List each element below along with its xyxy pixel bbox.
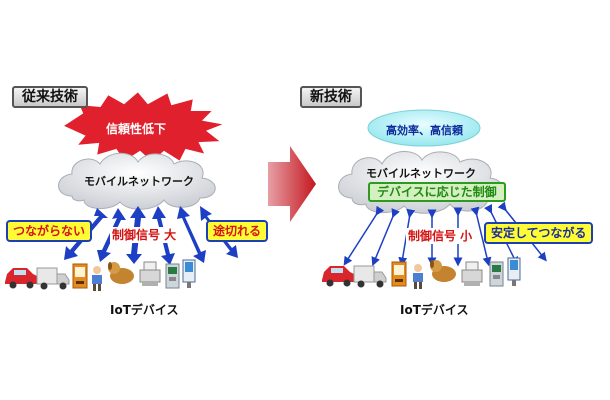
callout-interrupted: 途切れる xyxy=(206,220,269,242)
person-icon xyxy=(92,266,102,291)
kiosk-icon xyxy=(182,259,196,288)
cloud-shape-left xyxy=(58,152,216,210)
efficiency-label: 高効率、高信頼 xyxy=(386,124,463,137)
transition-arrow xyxy=(268,146,316,222)
vending-machine-icon xyxy=(391,261,407,287)
oval-shape xyxy=(367,109,481,147)
atm-icon xyxy=(489,261,504,287)
section-title-conventional: 従来技術 xyxy=(12,86,88,108)
person-icon xyxy=(413,264,423,289)
thick-arrow-5 xyxy=(177,206,206,263)
dog-icon xyxy=(108,262,134,284)
dog-icon xyxy=(430,260,456,282)
mobile-network-label-right: モバイルネットワーク xyxy=(366,167,476,180)
kiosk-icon xyxy=(507,257,521,286)
iot-device-label-right: IoTデバイス xyxy=(400,303,469,317)
truck-icon xyxy=(353,265,387,288)
device-row-left xyxy=(5,259,196,291)
thin-arrow-2 xyxy=(371,208,400,267)
vending-machine-icon xyxy=(72,263,88,289)
cash-register-icon xyxy=(139,261,161,286)
atm-icon xyxy=(165,263,180,289)
device-row-right xyxy=(322,257,521,289)
device-control-box: デバイスに応じた制御 xyxy=(368,182,506,202)
section-title-new: 新技術 xyxy=(300,86,362,108)
car-icon xyxy=(5,268,37,289)
iot-device-label-left: IoTデバイス xyxy=(110,303,179,317)
car-icon xyxy=(322,266,354,287)
thin-arrow-1 xyxy=(343,205,385,266)
truck-icon xyxy=(36,267,70,290)
mobile-network-label-left: モバイルネットワーク xyxy=(84,175,194,188)
reliability-drop-label: 信頼性低下 xyxy=(106,122,167,136)
cash-register-icon xyxy=(461,261,483,286)
callout-stable: 安定してつながる xyxy=(484,222,594,244)
burst-shape xyxy=(59,89,230,165)
callout-no-connect: つながらない xyxy=(6,220,93,242)
signal-label-large: 制御信号 大 xyxy=(110,227,179,243)
signal-label-small: 制御信号 小 xyxy=(406,228,475,244)
